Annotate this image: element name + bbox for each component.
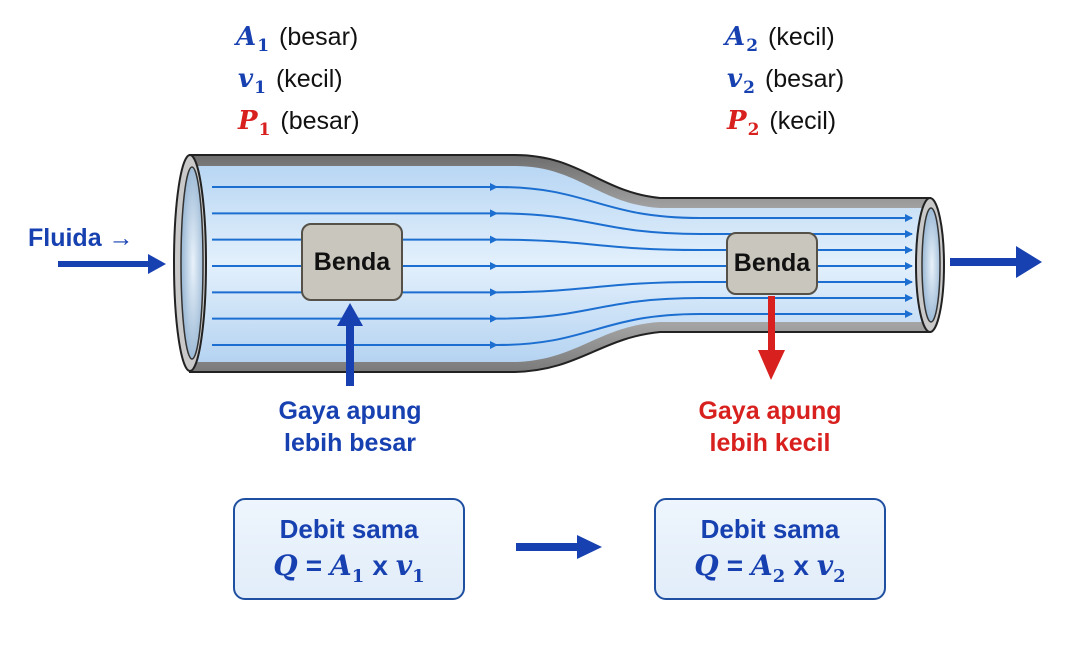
- fluid-inlet-label: Fluida →: [28, 224, 134, 252]
- right-area-label: A2 (kecil): [725, 22, 835, 56]
- area-symbol: A: [236, 22, 257, 52]
- pressure-symbol: P: [727, 106, 747, 136]
- eq-q: Q: [273, 549, 298, 582]
- right-velocity-label: v2 (besar): [727, 64, 845, 98]
- velocity-symbol: v: [727, 64, 743, 94]
- caption-line-2: lebih kecil: [709, 429, 831, 457]
- left-velocity-label: v1 (kecil): [238, 64, 343, 98]
- eq-equals: =: [305, 550, 323, 581]
- eq-q: Q: [694, 549, 719, 582]
- flow-rate-title: Debit sama: [279, 514, 419, 544]
- streamline-outlet-segment: [496, 212, 913, 238]
- object-right: Benda: [726, 232, 818, 295]
- eq-velocity-sub: 1: [412, 566, 425, 587]
- buoyancy-arrow-down: [758, 296, 785, 380]
- eq-area-sub: 2: [772, 566, 786, 587]
- left-pressure-label: P1 (besar): [238, 106, 360, 140]
- streamline-outlet-segment: [496, 310, 913, 346]
- area-desc: (besar): [279, 23, 359, 51]
- eq-area: A: [751, 549, 773, 582]
- object-left-label: Benda: [313, 247, 391, 276]
- velocity-subscript: 1: [254, 78, 266, 98]
- eq-velocity: v: [395, 549, 413, 582]
- area-subscript: 2: [746, 36, 759, 56]
- eq-area-sub: 1: [351, 566, 365, 587]
- eq-area: A: [330, 549, 352, 582]
- buoyancy-caption-left: Gaya apung lebih besar: [250, 395, 450, 459]
- streamline-outlet-segment: [496, 238, 913, 254]
- velocity-desc: (besar): [764, 65, 845, 93]
- velocity-subscript: 2: [743, 78, 755, 98]
- eq-times: x: [372, 550, 388, 581]
- velocity-symbol: v: [238, 64, 254, 94]
- streamline-outlet-segment: [496, 186, 913, 222]
- caption-line-1: Gaya apung: [698, 397, 842, 425]
- outlet-flow-arrow: [950, 246, 1042, 278]
- area-desc: (kecil): [768, 23, 835, 51]
- flow-rate-arrow: [516, 535, 602, 559]
- buoyancy-arrow-up: [337, 303, 363, 386]
- object-right-label: Benda: [733, 249, 811, 277]
- eq-equals: =: [726, 550, 744, 581]
- pressure-desc: (kecil): [769, 107, 837, 135]
- object-left: Benda: [301, 223, 403, 301]
- pressure-subscript: 1: [258, 120, 271, 140]
- eq-times: x: [793, 550, 809, 581]
- area-symbol: A: [725, 22, 746, 52]
- left-area-label: A1 (besar): [236, 22, 359, 56]
- caption-line-1: Gaya apung: [278, 397, 422, 425]
- velocity-desc: (kecil): [275, 65, 343, 93]
- buoyancy-caption-right: Gaya apung lebih kecil: [670, 395, 870, 459]
- outlet-opening: [921, 207, 941, 323]
- streamlines: [212, 183, 913, 349]
- caption-line-2: lebih besar: [284, 429, 416, 457]
- right-pressure-label: P2 (kecil): [727, 106, 837, 140]
- flow-rate-title: Debit sama: [700, 514, 840, 544]
- eq-velocity: v: [816, 549, 834, 582]
- eq-velocity-sub: 2: [833, 566, 846, 587]
- pressure-desc: (besar): [280, 107, 360, 135]
- area-subscript: 1: [257, 36, 270, 56]
- inlet-flow-arrow: [58, 254, 166, 274]
- pressure-symbol: P: [238, 106, 258, 136]
- inlet-opening: [180, 166, 204, 360]
- streamline-outlet-segment: [496, 278, 913, 294]
- streamline-outlet-segment: [496, 294, 913, 320]
- pressure-subscript: 2: [747, 120, 760, 140]
